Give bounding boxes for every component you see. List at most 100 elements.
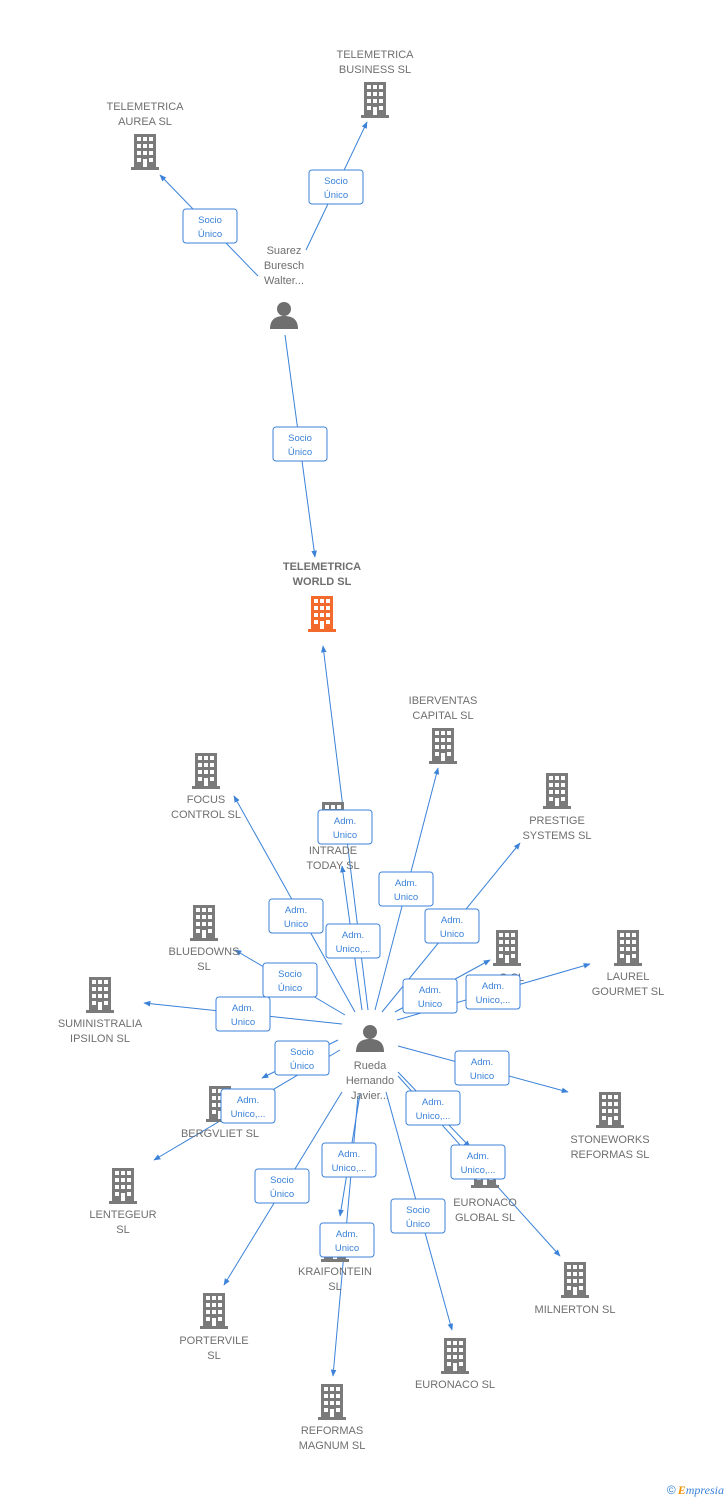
person-icon[interactable] (356, 1025, 384, 1052)
edge-label-box[interactable]: Adm. Unico (215, 996, 271, 1032)
building-icon[interactable] (561, 1262, 589, 1298)
node-label: STONEWORKS (570, 1134, 649, 1146)
edge-label-box[interactable]: Adm.Unico,... (321, 1142, 377, 1178)
edge-label-box[interactable]: Adm. Unico,... (450, 1144, 506, 1180)
edge-label-text: Adm. (336, 1229, 358, 1240)
node-euronaco[interactable]: EURONACO SL (415, 1338, 495, 1391)
node-label: PRESTIGE (529, 815, 585, 827)
brand-name: mpresia (685, 1483, 724, 1497)
building-icon[interactable] (190, 905, 218, 941)
node-label: BUSINESS SL (339, 64, 411, 76)
edge-label-text: Unico (418, 999, 442, 1010)
edge-label-text: Único (278, 983, 302, 994)
building-icon[interactable] (131, 134, 159, 170)
node-label: WORLD SL (293, 576, 352, 588)
node-label: SL (197, 961, 210, 973)
edge-label-text: Adm. (467, 1151, 489, 1162)
edge-label-box[interactable]: Adm.Unico (317, 809, 373, 845)
edge-label-text: Adm. (237, 1095, 259, 1106)
edge-label-box[interactable]: Adm.Unico (319, 1222, 375, 1258)
node-label: Buresch (264, 260, 304, 272)
building-icon[interactable] (429, 728, 457, 764)
edge-label-text: Unico,... (332, 1163, 367, 1174)
edge-label-text: Adm. (471, 1057, 493, 1068)
node-bergvliet[interactable]: BERGVLIET SL (181, 1086, 259, 1140)
edge-label-text: Unico,... (336, 944, 371, 955)
edge-label-text: Socio (270, 1175, 294, 1186)
node-label: LAUREL (607, 971, 650, 983)
node-suarez[interactable]: SuarezBureschWalter... (264, 245, 304, 329)
edge-label-box[interactable]: Adm.Unico (424, 908, 480, 944)
edge-label-text: Único (288, 447, 312, 458)
edge-label-text: Unico (231, 1017, 255, 1028)
node-label: EURONACO SL (415, 1379, 495, 1391)
edge-label-text: Unico (440, 929, 464, 940)
edge-label-text: Unico,... (416, 1111, 451, 1122)
building-icon[interactable] (361, 82, 389, 118)
edge-label-text: Adm. (482, 981, 504, 992)
building-icon[interactable] (493, 930, 521, 966)
edge-label-frame (308, 169, 364, 205)
building-icon[interactable] (192, 753, 220, 789)
node-label: IBERVENTAS (409, 695, 478, 707)
building-icon[interactable] (596, 1092, 624, 1128)
edge-label-text: Unico (394, 892, 418, 903)
edge-label-box[interactable]: Adm.Unico (402, 978, 458, 1014)
building-icon[interactable] (86, 977, 114, 1013)
edge-label-frame (268, 898, 324, 934)
edge-label-text: Único (324, 190, 348, 201)
edge-label-box[interactable]: Adm.Unico,... (325, 923, 381, 959)
node-rueda[interactable]: RuedaHernandoJavier... (346, 1025, 394, 1102)
edge-label-box[interactable]: Adm.Unico,... (220, 1088, 276, 1124)
edge-label-text: Único (406, 1219, 430, 1230)
building-icon[interactable] (200, 1293, 228, 1329)
person-icon[interactable] (270, 302, 298, 329)
node-label: SL (207, 1350, 220, 1362)
edge-label-frame (262, 962, 318, 998)
focus-building-icon[interactable] (308, 596, 336, 632)
edge-label-text: Adm. (232, 1003, 254, 1014)
building-icon[interactable] (441, 1338, 469, 1374)
edge-label-box[interactable]: Adm.Unico (268, 898, 324, 934)
brand-initial: E (677, 1483, 686, 1497)
node-label: BERGVLIET SL (181, 1128, 259, 1140)
edge-label-box[interactable]: Adm.Unico (454, 1050, 510, 1086)
edge-label-box[interactable]: Adm.Unico,... (405, 1090, 461, 1126)
node-label: Walter... (264, 275, 304, 287)
node-label: INTRADE (309, 845, 357, 857)
building-icon[interactable] (318, 1384, 346, 1420)
edge-label-text: Unico,... (461, 1165, 496, 1176)
edge-label-frame (450, 1144, 506, 1180)
edge-label-frame (402, 978, 458, 1014)
building-icon[interactable] (109, 1168, 137, 1204)
edge-label-box[interactable]: Adm.Unico (378, 871, 434, 907)
building-icon[interactable] (614, 930, 642, 966)
node-label: SUMINISTRALIA (58, 1018, 143, 1030)
edge-label-box[interactable]: Adm.Unico,... (465, 974, 521, 1010)
building-icon[interactable] (543, 773, 571, 809)
node-milnerton[interactable]: MILNERTON SL (535, 1262, 616, 1316)
